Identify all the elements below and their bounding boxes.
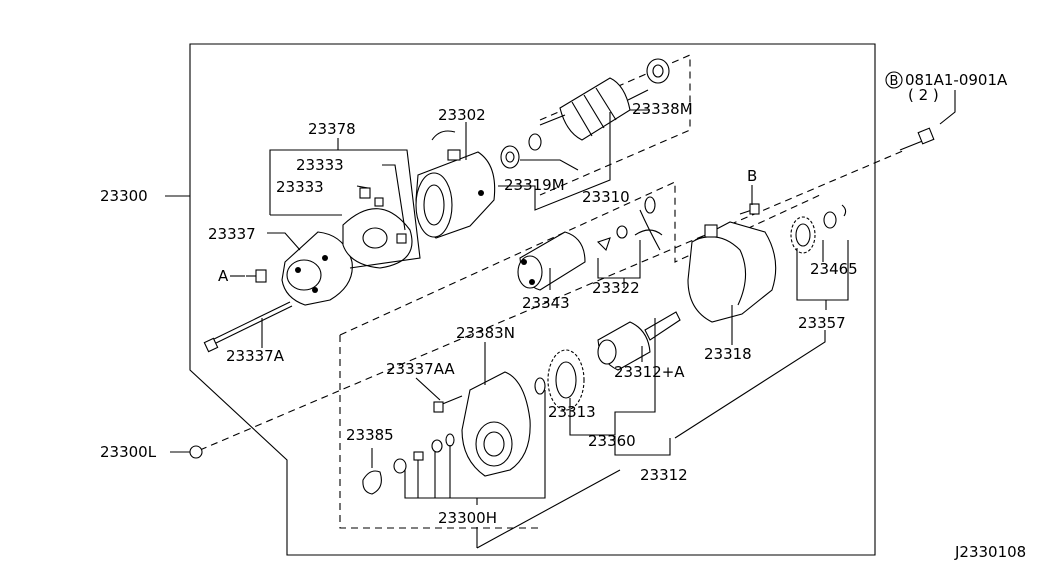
pinion-gear xyxy=(790,216,816,254)
assembly-axis-line xyxy=(199,149,906,451)
label-23322: 23322 xyxy=(592,279,640,297)
label-23465: 23465 xyxy=(810,260,858,278)
armature xyxy=(539,77,649,141)
small-parts-set xyxy=(393,433,455,474)
through-bolt xyxy=(203,301,293,353)
leader-lines xyxy=(165,90,956,549)
gear-housing xyxy=(687,221,777,323)
label-23333-lower: 23333 xyxy=(276,178,324,196)
label-23338m: 23338M xyxy=(632,100,693,118)
label-23300h: 23300H xyxy=(438,509,497,527)
dust-cap xyxy=(362,470,382,495)
bolt-callout: B 081A1-0901A ( 2 ) xyxy=(885,71,1008,104)
bolt-b xyxy=(739,203,760,215)
bearing-front xyxy=(646,58,670,84)
callout-letter: B xyxy=(890,74,899,89)
label-23319m: 23319M xyxy=(504,176,565,194)
label-23360: 23360 xyxy=(588,432,636,450)
label-23312a: 23312+A xyxy=(614,363,685,381)
label-23337a: 23337A xyxy=(226,347,285,365)
overrunning-clutch xyxy=(597,311,681,371)
shift-lever-set xyxy=(596,196,663,252)
assembly-outline xyxy=(189,43,876,556)
diagram-id: J2330108 xyxy=(954,543,1026,561)
brush-holder-plate xyxy=(342,187,413,269)
label-23313: 23313 xyxy=(548,403,596,421)
callout-part-no: 081A1-0901A xyxy=(905,71,1008,89)
callout-circle-icon xyxy=(885,71,903,89)
mounting-bolt xyxy=(899,127,935,151)
internal-gear xyxy=(534,349,585,411)
label-23300: 23300 xyxy=(100,187,148,205)
label-23337: 23337 xyxy=(208,225,256,243)
label-23357: 23357 xyxy=(798,314,846,332)
label-mark-a: A xyxy=(218,267,229,285)
label-23333-upper: 23333 xyxy=(296,156,344,174)
label-23383n: 23383N xyxy=(456,324,515,342)
label-23300l: 23300L xyxy=(100,443,157,461)
solenoid xyxy=(517,231,586,291)
label-23343: 23343 xyxy=(522,294,570,312)
label-23310: 23310 xyxy=(582,188,630,206)
label-23312: 23312 xyxy=(640,466,688,484)
callout-qty: ( 2 ) xyxy=(908,86,939,104)
bolt-a xyxy=(246,269,267,283)
label-23302: 23302 xyxy=(438,106,486,124)
label-23337aa: 23337AA xyxy=(386,360,455,378)
nut-23300l xyxy=(189,445,203,459)
bearing-rear xyxy=(500,133,542,169)
front-bracket xyxy=(461,371,531,477)
label-23385: 23385 xyxy=(346,426,394,444)
label-23378: 23378 xyxy=(308,120,356,138)
yoke xyxy=(415,130,496,239)
label-23318: 23318 xyxy=(704,345,752,363)
label-mark-b: B xyxy=(747,167,757,185)
rear-cover xyxy=(281,231,353,306)
bolt-23337aa xyxy=(433,395,463,413)
stopper-ring xyxy=(823,204,847,229)
